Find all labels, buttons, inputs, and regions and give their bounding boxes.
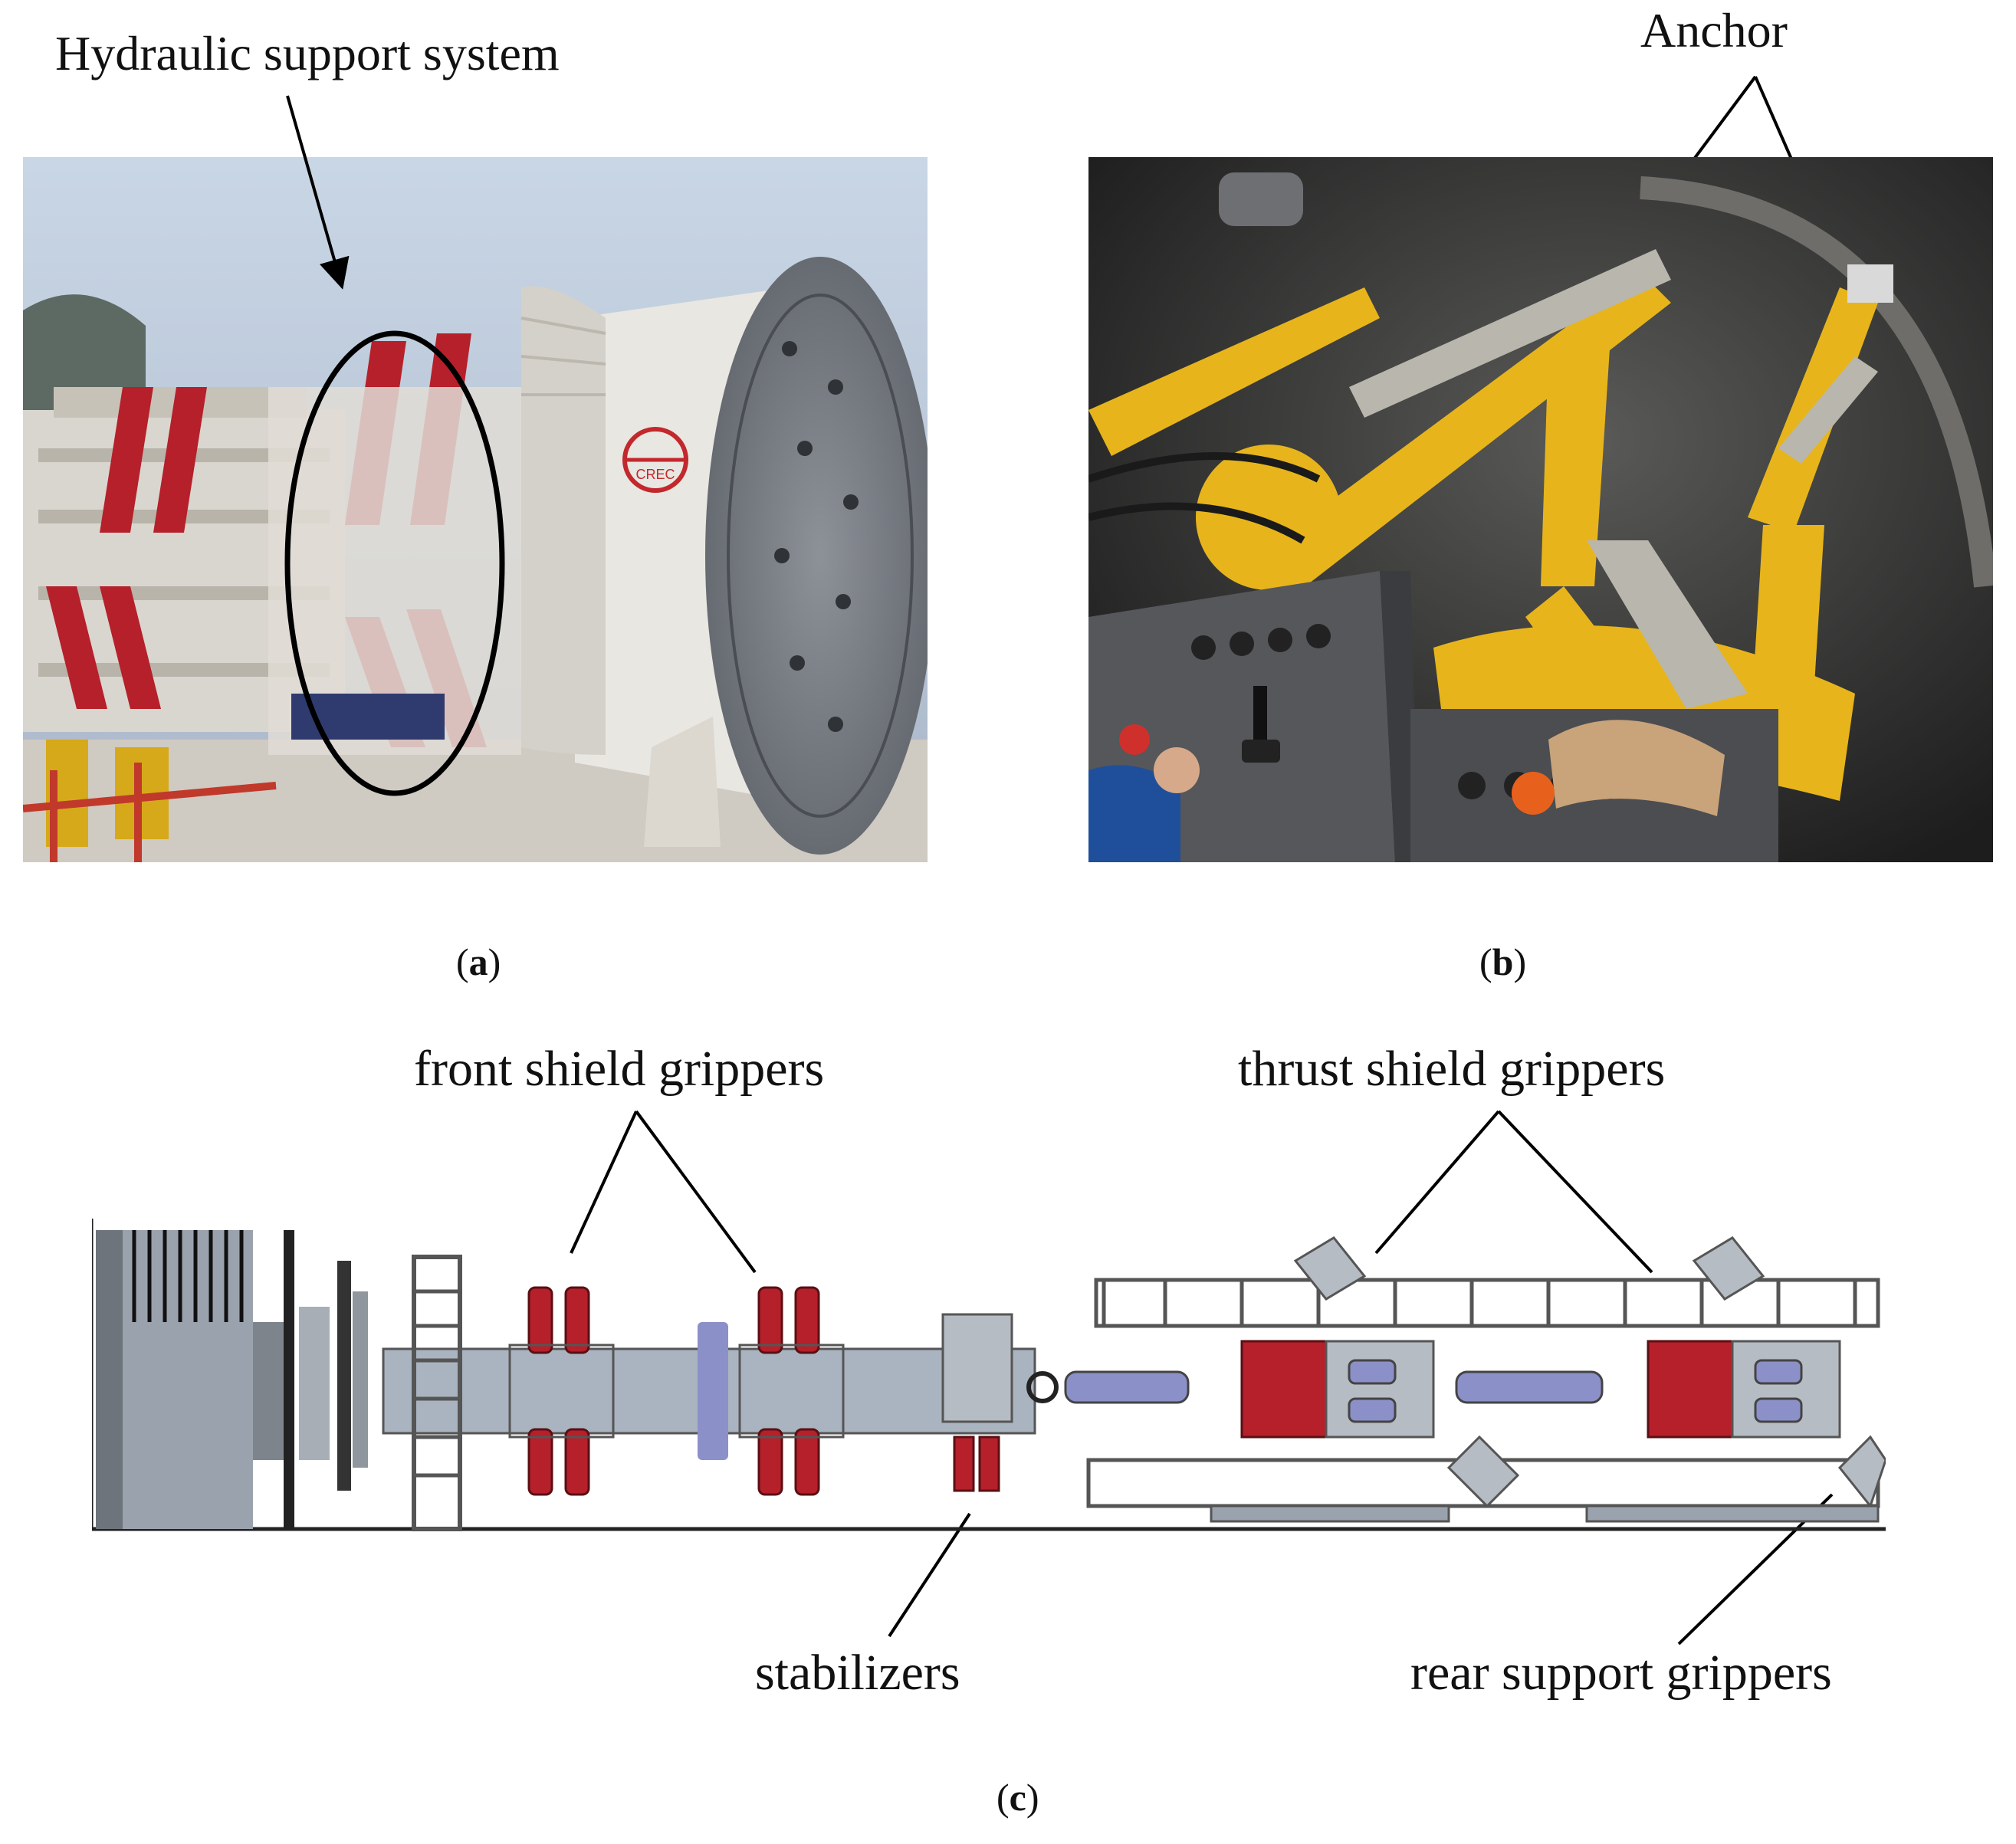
caption-c: (c) <box>997 1776 1039 1819</box>
callout-stabilizers: stabilizers <box>755 1645 960 1701</box>
photo-b-anchor-rig <box>1088 157 1993 862</box>
photo-a-tbm: CREC <box>23 157 928 862</box>
highlight-ellipse <box>284 330 505 796</box>
caption-b: (b) <box>1479 940 1527 983</box>
callout-front-shield-grippers: front shield grippers <box>414 1041 825 1097</box>
logo-crec: CREC <box>635 467 675 482</box>
callout-rear-support-grippers: rear support grippers <box>1410 1645 1832 1701</box>
diagram-c-tbm-schematic <box>92 1215 1886 1537</box>
caption-a: (a) <box>456 940 501 983</box>
callout-thrust-shield-grippers: thrust shield grippers <box>1238 1041 1666 1097</box>
callout-anchor: Anchor <box>1640 3 1788 57</box>
callout-hydraulic-support-system: Hydraulic support system <box>55 26 560 80</box>
